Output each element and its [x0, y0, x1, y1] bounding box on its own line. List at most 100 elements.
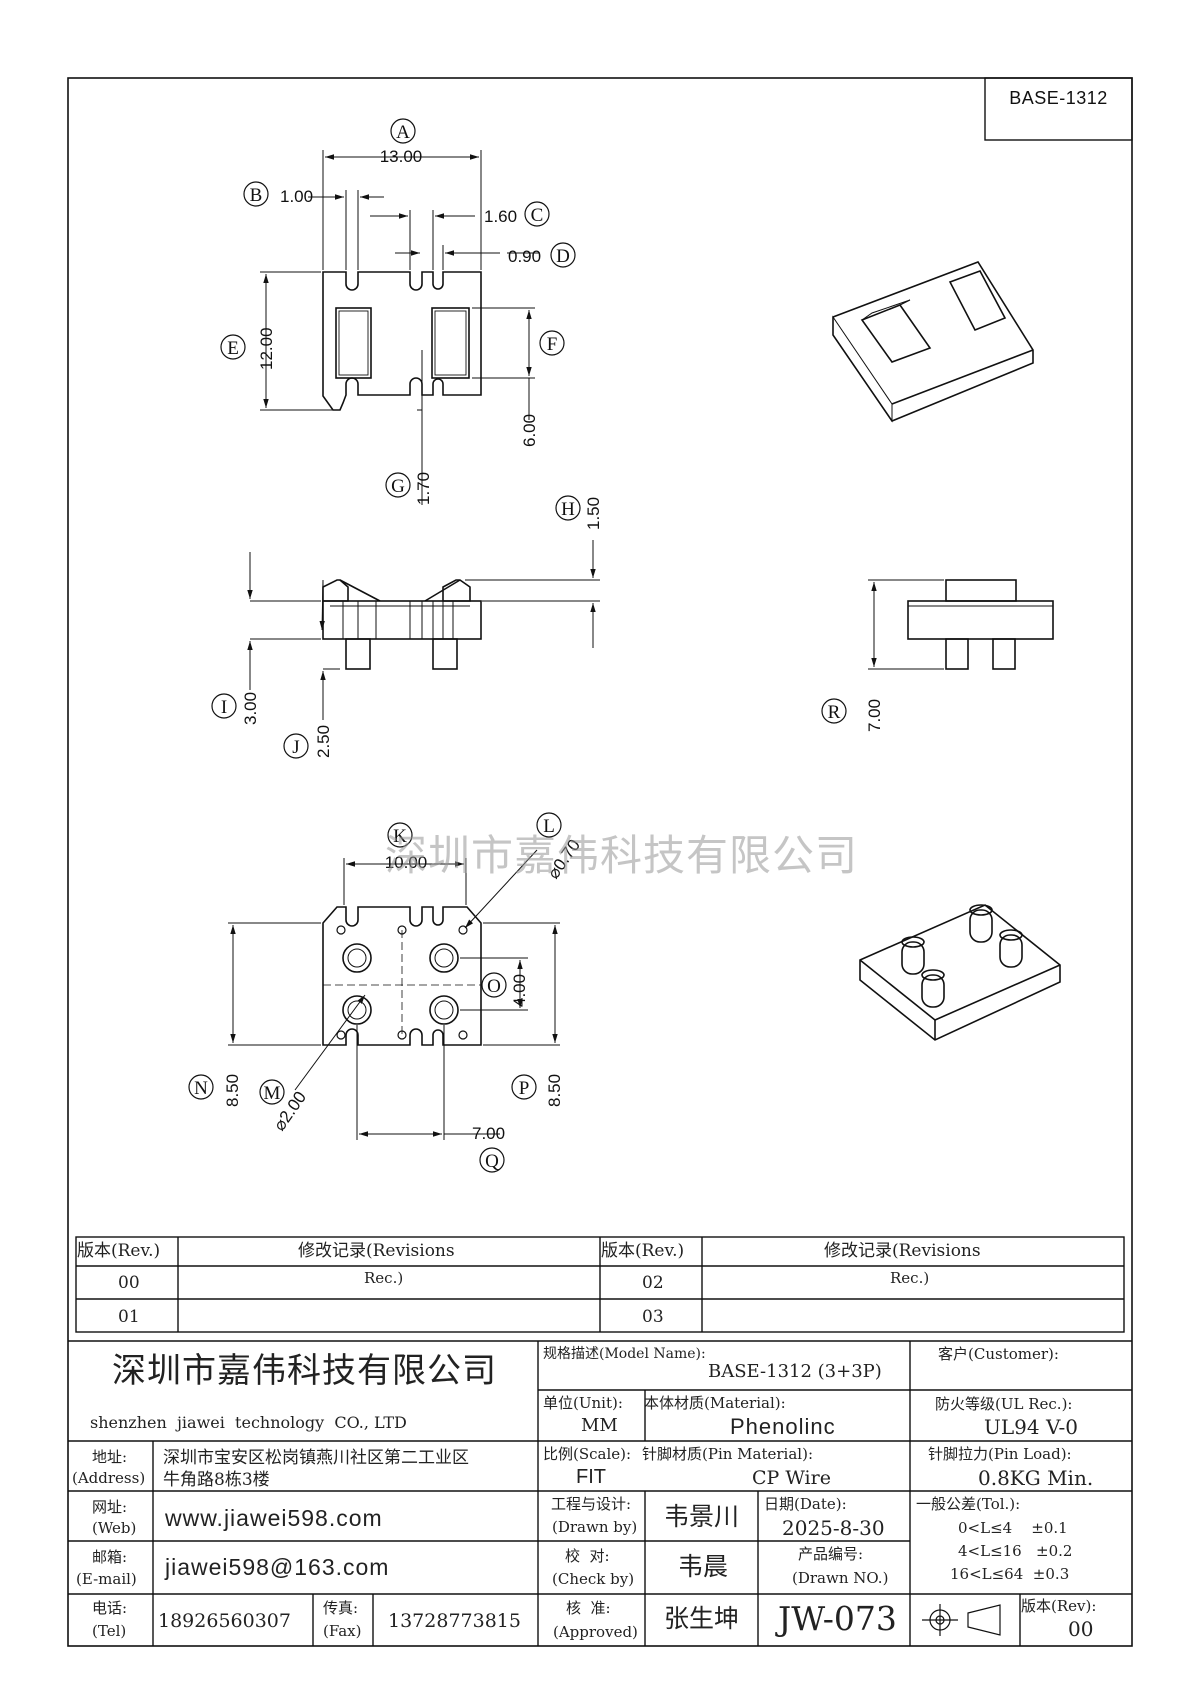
address-value-2: 牛角路8栋3楼: [163, 1470, 270, 1490]
address-label-en: (Address): [72, 1469, 146, 1487]
dim-C: C 1.60: [484, 201, 550, 227]
drawing-no-label-cn: 产品编号:: [798, 1545, 864, 1563]
dim-value-C: 1.60: [484, 207, 517, 226]
dim-value-Q: 7.00: [472, 1124, 505, 1143]
address-label-cn: 地址:: [92, 1448, 128, 1466]
rec-header-right: 修改记录(Revisions: [824, 1241, 981, 1261]
rev-row-00: 00: [118, 1273, 140, 1293]
unit-label: 单位(Unit):: [543, 1394, 623, 1412]
date-label: 日期(Date):: [764, 1495, 847, 1513]
drawing-number: BASE-1312: [1009, 88, 1108, 108]
customer-label: 客户(Customer):: [938, 1345, 1059, 1363]
title-block-lines: [68, 1340, 1132, 1646]
rev-row-03: 03: [642, 1307, 664, 1327]
dim-N: N 8.50: [188, 1074, 242, 1107]
fax-label-en: (Fax): [323, 1622, 362, 1640]
rec-sub-right: Rec.): [890, 1269, 930, 1287]
approved-value: 张生坤: [664, 1604, 740, 1633]
drawing-no-label-en: (Drawn NO.): [792, 1569, 889, 1587]
dim-R: R 7.00: [821, 698, 884, 732]
rev-header-right: 版本(Rev.): [601, 1241, 685, 1261]
tolerance-line-3: 16<L≤64 ±0.3: [950, 1565, 1070, 1583]
dim-label-R: R: [828, 702, 841, 723]
dim-value-J: 2.50: [314, 725, 333, 758]
company-name-cn: 深圳市嘉伟科技有限公司: [112, 1351, 497, 1391]
drawing-no-value: JW-073: [778, 1599, 897, 1638]
fax-label-cn: 传真:: [323, 1599, 359, 1617]
dim-label-P: P: [519, 1078, 530, 1099]
drawn-by-value: 韦景川: [664, 1502, 740, 1531]
tolerance-label: 一般公差(Tol.):: [916, 1495, 1021, 1513]
tolerance-line-2: 4<L≤16 ±0.2: [958, 1542, 1073, 1560]
email-label-cn: 邮箱:: [92, 1548, 128, 1566]
dim-value-R: 7.00: [865, 699, 884, 732]
drawn-by-label-cn: 工程与设计:: [551, 1495, 632, 1513]
dim-label-I: I: [221, 697, 227, 718]
pin-material-value: CP Wire: [752, 1467, 831, 1489]
dim-A: A13.00: [380, 118, 422, 166]
dim-value-D: 0.90: [508, 247, 541, 266]
dim-value-P: 8.50: [545, 1074, 564, 1107]
drawn-by-label-en: (Drawn by): [552, 1518, 638, 1536]
dim-Q: Q7.00: [472, 1124, 505, 1173]
bottom-view: [322, 906, 482, 1046]
dim-M: M⌀2.00: [259, 1079, 310, 1134]
dim-value-H: 1.50: [584, 497, 603, 530]
watermark: 深圳市嘉伟科技有限公司: [385, 831, 859, 880]
address-value-1: 深圳市宝安区松岗镇燕川社区第二工业区: [163, 1448, 469, 1468]
isometric-bottom-view: [859, 904, 1061, 1041]
dim-label-H: H: [561, 499, 575, 520]
web-label-cn: 网址:: [92, 1498, 128, 1516]
model-value: BASE-1312 (3+3P): [708, 1361, 882, 1382]
check-by-label-en: (Check by): [552, 1570, 635, 1588]
scale-label: 比例(Scale):: [543, 1445, 632, 1463]
revision-value: 00: [1068, 1617, 1094, 1641]
pin-material-label: 针脚材质(Pin Material):: [642, 1445, 813, 1463]
sheet-border: [67, 77, 1133, 1647]
ul-label: 防火等级(UL Rec.):: [935, 1395, 1073, 1413]
top-view: [322, 271, 482, 411]
pin-load-value: 0.8KG Min.: [978, 1466, 1094, 1490]
tel-label-cn: 电话:: [92, 1599, 128, 1617]
web-label-en: (Web): [92, 1519, 137, 1537]
dim-F: F 6.00: [520, 330, 565, 447]
company-name-en: shenzhen jiawei technology CO., LTD: [90, 1413, 407, 1432]
email-value[interactable]: jiawei598@163.com: [165, 1554, 390, 1580]
dim-label-N: N: [194, 1078, 208, 1099]
unit-value: MM: [581, 1415, 618, 1436]
dim-label-O: O: [487, 976, 501, 997]
dim-label-C: C: [531, 205, 544, 226]
front-view: [322, 579, 482, 670]
rec-header-left: 修改记录(Revisions: [298, 1241, 455, 1261]
isometric-top-view: [832, 261, 1034, 423]
projection-symbol: [922, 1604, 1001, 1636]
drawing-number-box: [984, 77, 1133, 141]
date-value: 2025-8-30: [782, 1516, 885, 1540]
check-by-label-cn: 校 对:: [565, 1547, 610, 1565]
fax-value: 13728773815: [388, 1610, 521, 1632]
model-label: 规格描述(Model Name):: [543, 1346, 706, 1362]
dim-label-F: F: [547, 334, 558, 355]
rev-row-02: 02: [642, 1273, 664, 1293]
material-value: Phenolinc: [730, 1414, 836, 1439]
approved-label-en: (Approved): [553, 1623, 638, 1641]
dim-label-B: B: [250, 185, 263, 206]
web-value[interactable]: www.jiawei598.com: [165, 1505, 383, 1531]
tel-value: 18926560307: [158, 1610, 291, 1632]
revision-table-lines: [75, 1236, 1125, 1333]
dim-H: H 1.50: [555, 495, 603, 530]
dim-value-N: 8.50: [223, 1074, 242, 1107]
dim-label-L: L: [543, 816, 555, 837]
tolerance-line-1: 0<L≤4 ±0.1: [958, 1519, 1068, 1537]
dim-value-F: 6.00: [520, 414, 539, 447]
dim-label-A: A: [396, 122, 410, 143]
approved-label-cn: 核 准:: [566, 1599, 611, 1617]
revision-label: 版本(Rev):: [1021, 1597, 1097, 1615]
side-view: [907, 579, 1054, 670]
